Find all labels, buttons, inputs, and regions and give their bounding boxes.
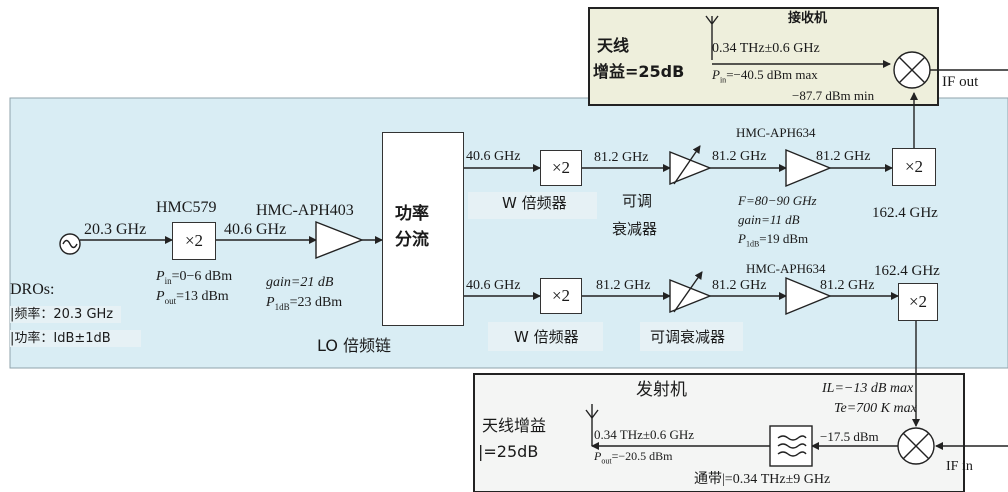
transmitter-passband: 通带|=0.34 THz±9 GHz — [694, 472, 831, 487]
aph403-name: HMC-APH403 — [256, 202, 354, 219]
dro-power: |功率：IdB±1dB — [10, 330, 141, 347]
top-amp-out: 81.2 GHz — [816, 149, 871, 164]
transmitter-il: IL=−13 dB max — [822, 381, 914, 396]
hmc579-pin-sub: in — [164, 275, 172, 286]
top-in-freq: 40.6 GHz — [466, 149, 521, 164]
signal-20-3ghz: 20.3 GHz — [84, 221, 147, 238]
top-out-freq: 81.2 GHz — [594, 150, 649, 165]
transmitter-pout-sym: P — [594, 449, 602, 463]
hmc579-name: HMC579 — [156, 199, 217, 216]
receiver-pin-sym: P — [712, 67, 720, 82]
top-mult2-label: ×2 — [904, 157, 924, 176]
transmitter-filter-in: −17.5 dBm — [820, 429, 879, 444]
transmitter-if-in: IF in — [946, 459, 973, 474]
splitter-label-line2: 分流 — [395, 230, 429, 250]
lo-chain-title: LO 倍频链 — [317, 336, 392, 355]
transmitter-pout-val: =−20.5 dBm — [611, 449, 673, 463]
splitter-label-line1: 功率 — [395, 204, 429, 224]
bottom-amp-name: HMC-APH634 — [746, 261, 826, 276]
receiver-pin-max: Pin=−40.5 dBm max — [712, 68, 818, 85]
top-attenuator-label-1: 可调 — [622, 192, 653, 210]
bottom-multiplier-label: W 倍频器 — [488, 322, 603, 351]
hmc579-pout-sym: P — [156, 289, 165, 304]
bottom-w-multiplier: ×2 — [540, 278, 582, 314]
bandpass-filter-icon — [769, 425, 813, 467]
top-final-multiplier: ×2 — [892, 148, 936, 186]
bottom-mult2-label: ×2 — [908, 292, 928, 311]
transmitter-freq: 0.34 THz±0.6 GHz — [594, 427, 695, 442]
receiver-if-out: IF out — [942, 74, 979, 90]
top-multiplier-label: W 倍频器 — [468, 192, 597, 219]
amplifier-aph403-icon — [315, 220, 364, 260]
top-gain: gain=11 dB — [738, 212, 800, 227]
receiver-panel — [588, 7, 939, 106]
transmitter-title: 发射机 — [636, 380, 687, 400]
aph403-gain: gain=21 dB — [266, 275, 334, 290]
hmc579-pin-val: =0−6 dBm — [171, 269, 233, 284]
bottom-mult-label: ×2 — [551, 286, 571, 305]
transmitter-pout: Pout=−20.5 dBm — [594, 450, 672, 465]
receiver-freq: 0.34 THz±0.6 GHz — [712, 41, 820, 56]
receiver-antenna-line1: 天线 — [597, 36, 630, 55]
dro-frequency: |频率：20.3 GHz — [10, 306, 122, 323]
hmc579-pout-val: =13 dBm — [176, 289, 229, 304]
top-f-spec: F=80−90 GHz — [738, 193, 817, 208]
bottom-in-freq: 40.6 GHz — [466, 278, 521, 293]
dro-title: DROs: — [10, 281, 55, 298]
aph403-p1db-val: =23 dBm — [289, 295, 343, 310]
hmc579-pout-sub: out — [164, 295, 177, 306]
bottom-final-multiplier: ×2 — [898, 283, 938, 321]
top-out-162-4ghz: 162.4 GHz — [872, 205, 938, 221]
top-amp-name: HMC-APH634 — [736, 125, 816, 140]
hmc579-pin-sym: P — [156, 269, 165, 284]
receiver-pin-max-val: =−40.5 dBm max — [726, 67, 818, 82]
top-attenuator-label-2: 衰减器 — [612, 220, 658, 238]
top-w-multiplier: ×2 — [540, 150, 582, 186]
power-splitter — [382, 132, 464, 326]
top-mult-label: ×2 — [551, 158, 571, 177]
hmc579-mult-label: ×2 — [184, 231, 204, 250]
transmitter-pout-sub: out — [601, 456, 612, 466]
hmc579-pin: Pin=0−6 dBm — [156, 270, 232, 286]
aph403-p1db-sub: 1dB — [274, 301, 290, 312]
receiver-title: 接收机 — [788, 11, 828, 26]
aph403-p1db-sym: P — [266, 295, 275, 310]
receiver-pin-min: −87.7 dBm min — [792, 88, 875, 103]
receiver-pin-sub: in — [719, 75, 727, 85]
top-p1db-sub: 1dB — [745, 239, 760, 249]
transmitter-panel — [473, 373, 965, 492]
bottom-attenuator-label: 可调衰减器 — [640, 322, 744, 351]
amplifier-aph634-bottom-icon — [785, 276, 832, 316]
bottom-out-freq: 81.2 GHz — [596, 278, 651, 293]
transmitter-antenna-line2: |=25dB — [478, 442, 539, 461]
hmc579-multiplier: ×2 — [172, 222, 216, 260]
top-p1db-sym: P — [738, 231, 746, 246]
bottom-amp-out: 81.2 GHz — [820, 278, 875, 293]
bottom-att-out: 81.2 GHz — [712, 278, 767, 293]
transmitter-antenna-line1: 天线增益 — [482, 416, 547, 435]
top-p1db: P1dB=19 dBm — [738, 232, 808, 249]
receiver-antenna-line2: 增益=25dB — [593, 62, 685, 81]
bottom-out-162-4ghz: 162.4 GHz — [874, 263, 940, 279]
top-p1db-val: =19 dBm — [759, 231, 809, 246]
top-att-out: 81.2 GHz — [712, 149, 767, 164]
amplifier-aph634-top-icon — [785, 148, 832, 188]
hmc579-pout: Pout=13 dBm — [156, 290, 229, 306]
receiver-antenna-icon — [705, 15, 719, 30]
transmitter-antenna-icon — [585, 404, 599, 420]
transmitter-te: Te=700 K max — [834, 401, 917, 416]
signal-40-6ghz: 40.6 GHz — [224, 221, 287, 238]
aph403-p1db: P1dB=23 dBm — [266, 296, 342, 312]
